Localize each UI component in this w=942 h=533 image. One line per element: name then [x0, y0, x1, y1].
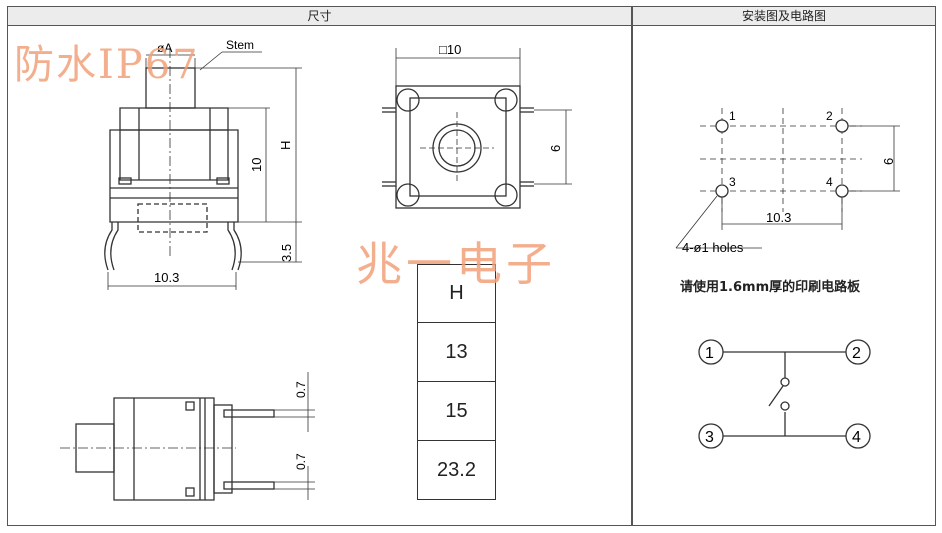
- pin-length-label: 3.5: [279, 244, 294, 262]
- terminal-1: 1: [705, 345, 714, 362]
- terminal-3: 3: [705, 429, 714, 446]
- pitch1-label: 0.7: [294, 381, 308, 398]
- terminal-4: 4: [852, 429, 861, 446]
- top-six-label: 6: [548, 145, 563, 152]
- mount-six-label: 6: [881, 158, 896, 165]
- watermark-brand: 兆一电子: [356, 237, 556, 291]
- terminal-2: 2: [852, 345, 861, 362]
- header-mounting-label: 安装图及电路图: [741, 9, 826, 23]
- hole-2-label: 2: [826, 109, 833, 123]
- table-row: 13: [417, 323, 496, 382]
- hole-3-label: 3: [729, 175, 736, 189]
- dimensions-panel: [7, 25, 632, 526]
- width-label: 10.3: [154, 270, 179, 285]
- dia-label: øA: [157, 41, 172, 55]
- holes-label: 4-ø1 holes: [682, 240, 744, 255]
- h-value-table: H 13 15 23.2: [417, 264, 496, 500]
- pcb-thickness-note: 请使用1.6mm厚的印刷电路板: [680, 280, 861, 295]
- table-row: 23.2: [417, 441, 496, 500]
- stem-label: Stem: [226, 38, 254, 52]
- mounting-panel: [632, 25, 936, 526]
- ten-label: 10: [249, 158, 264, 172]
- table-row: 15: [417, 382, 496, 441]
- watermark-ip67: 防水IP67: [14, 42, 200, 88]
- header-dimensions-label: 尺寸: [307, 9, 332, 23]
- hole-4-label: 4: [826, 175, 833, 189]
- pitch2-label: 0.7: [294, 453, 308, 470]
- table-header-h: H: [417, 264, 496, 323]
- hole-1-label: 1: [729, 109, 736, 123]
- h-label: H: [278, 141, 293, 150]
- square-label: □10: [439, 42, 461, 57]
- header-mounting-circuit: 安装图及电路图: [632, 6, 936, 26]
- mount-span-label: 10.3: [766, 210, 791, 225]
